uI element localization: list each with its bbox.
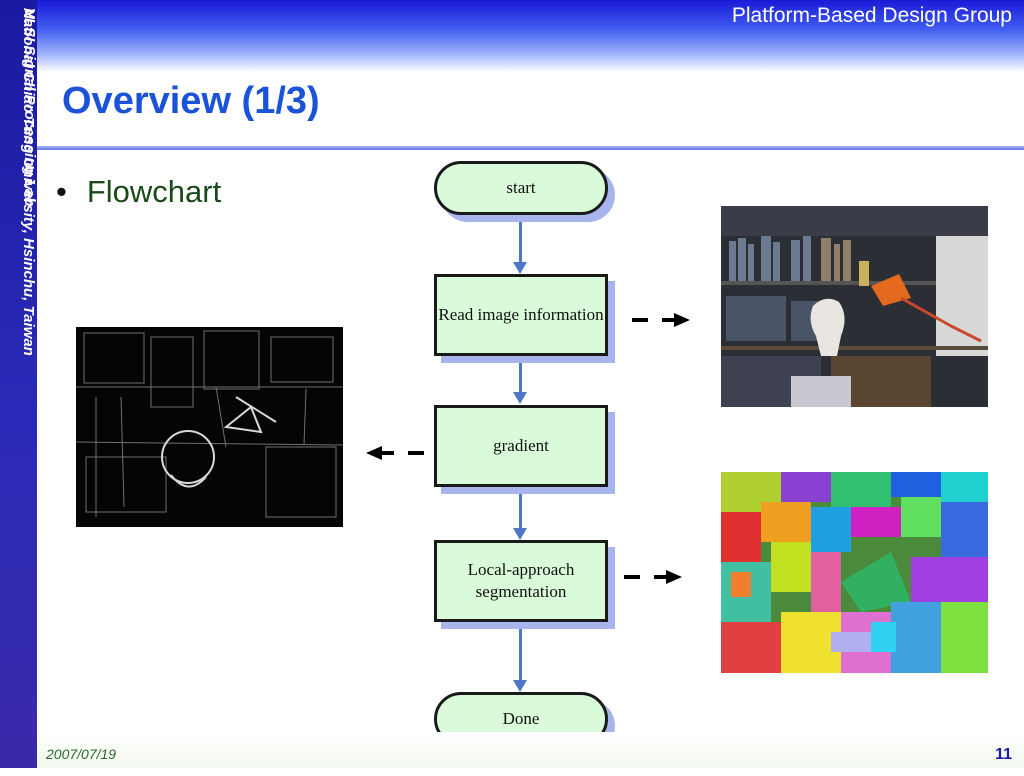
arrowhead-icon bbox=[513, 392, 527, 404]
gradient-image bbox=[76, 327, 343, 527]
group-name: Platform-Based Design Group bbox=[731, 4, 1012, 27]
connector-segmentation-done bbox=[519, 621, 522, 681]
side-band: VLSI Signal Processing Lab National Chia… bbox=[0, 0, 38, 768]
node-segmentation: Local-approach segmentation bbox=[434, 540, 608, 622]
slide-title: Overview (1/3) bbox=[62, 80, 320, 122]
connector-read-gradient bbox=[519, 355, 522, 393]
arrowhead-icon bbox=[513, 528, 527, 540]
dashed-arrow-left-icon bbox=[366, 446, 424, 460]
dashed-arrow-right-icon bbox=[624, 570, 682, 584]
dashed-arrow-right-icon bbox=[632, 313, 690, 327]
header-band: Platform-Based Design Group bbox=[37, 0, 1024, 72]
side-university-name: National Chiao Tung University, Hsinchu,… bbox=[20, 8, 37, 356]
footer-band bbox=[37, 732, 1024, 768]
connector-gradient-segmentation bbox=[519, 487, 522, 529]
page-number: 11 bbox=[995, 746, 1012, 763]
bullet-item: • Flowchart bbox=[56, 174, 221, 210]
footer-date: 2007/07/19 bbox=[46, 746, 117, 762]
input-image bbox=[721, 206, 988, 407]
segmented-image bbox=[721, 472, 988, 673]
connector-start-read bbox=[519, 215, 522, 263]
arrowhead-icon bbox=[513, 680, 527, 692]
node-read-image: Read image information bbox=[434, 274, 608, 356]
node-start: start bbox=[434, 161, 608, 215]
bullet-text: Flowchart bbox=[86, 174, 222, 209]
bullet-dot-icon: • bbox=[56, 174, 67, 209]
title-divider bbox=[37, 146, 1024, 150]
node-gradient: gradient bbox=[434, 405, 608, 487]
arrowhead-icon bbox=[513, 262, 527, 274]
